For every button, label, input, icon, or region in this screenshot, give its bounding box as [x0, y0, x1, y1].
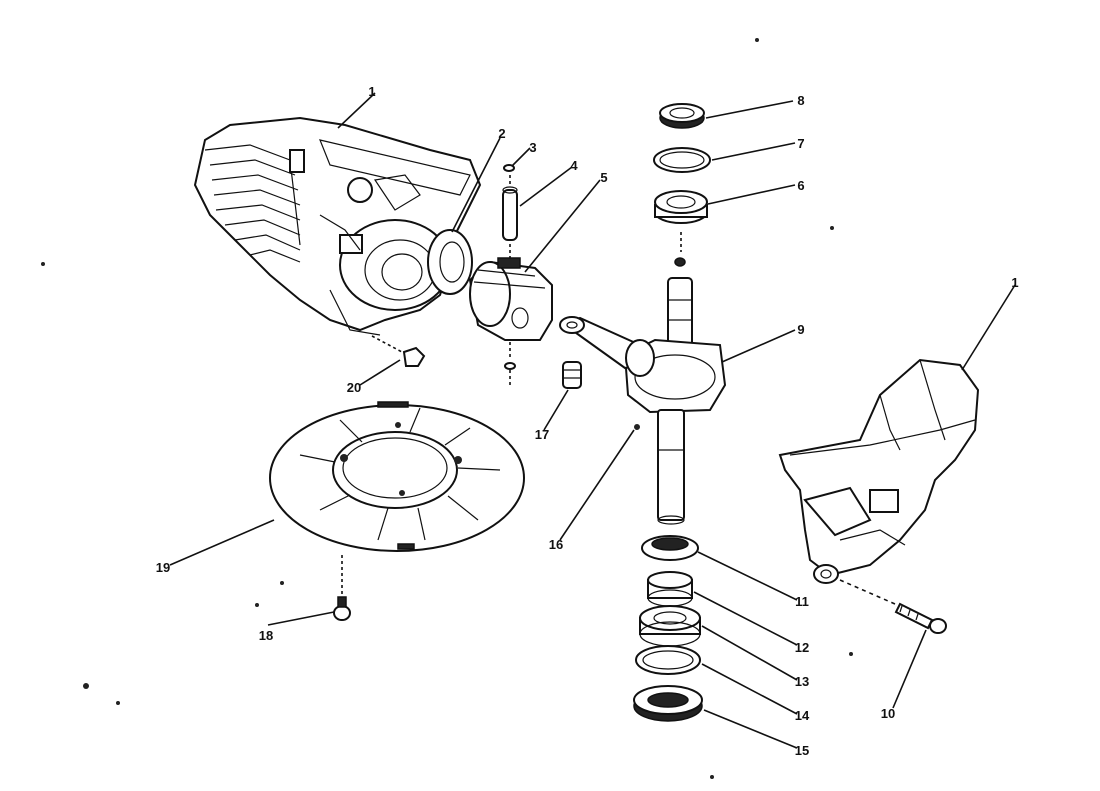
- lower-bearing-cage: [647, 571, 693, 607]
- piston: [468, 257, 553, 341]
- needle-bearing: [562, 361, 582, 389]
- callout-4: 4: [570, 158, 578, 173]
- callout-17: 17: [535, 427, 549, 442]
- callout-1-crankcase: 1: [1011, 275, 1018, 290]
- wrist-pin: [502, 186, 518, 241]
- callout-20: 20: [347, 380, 361, 395]
- lower-bearing-sleeve: [641, 535, 699, 561]
- top-seal: [659, 103, 705, 129]
- lower-seal: [633, 685, 703, 722]
- callout-19: 19: [156, 560, 170, 575]
- callout-11: 11: [795, 594, 809, 609]
- callout-14: 14: [795, 708, 810, 723]
- bolt: [333, 596, 351, 621]
- crankcase-half-right: [778, 358, 980, 584]
- callout-12: 12: [795, 640, 809, 655]
- callout-10: 10: [881, 706, 895, 721]
- top-ball-bearing: [654, 190, 708, 224]
- callout-5: 5: [600, 170, 607, 185]
- callout-15: 15: [795, 743, 809, 758]
- callout-8: 8: [797, 93, 804, 108]
- callout-9: 9: [797, 322, 804, 337]
- lower-retaining-ring: [635, 645, 701, 675]
- callout-3: 3: [529, 140, 536, 155]
- screw: [894, 602, 947, 634]
- callout-16: 16: [549, 537, 563, 552]
- crankshaft-assembly: [559, 277, 727, 525]
- drive-plate: [269, 401, 525, 552]
- callout-7: 7: [797, 136, 804, 151]
- top-retaining-ring: [653, 147, 711, 173]
- callout-13: 13: [795, 674, 809, 689]
- callout-18: 18: [259, 628, 273, 643]
- callout-1-cylinder: 1: [368, 84, 375, 99]
- callout-2: 2: [498, 126, 505, 141]
- callout-6: 6: [797, 178, 804, 193]
- lower-ball-bearing: [639, 605, 701, 647]
- cylinder-crankcase-half: [193, 116, 482, 336]
- nut: [402, 346, 426, 367]
- leader-lines: [169, 92, 1016, 749]
- piston-pin-clip-lower: [504, 362, 516, 370]
- piston-pin-clip-upper: [503, 164, 515, 172]
